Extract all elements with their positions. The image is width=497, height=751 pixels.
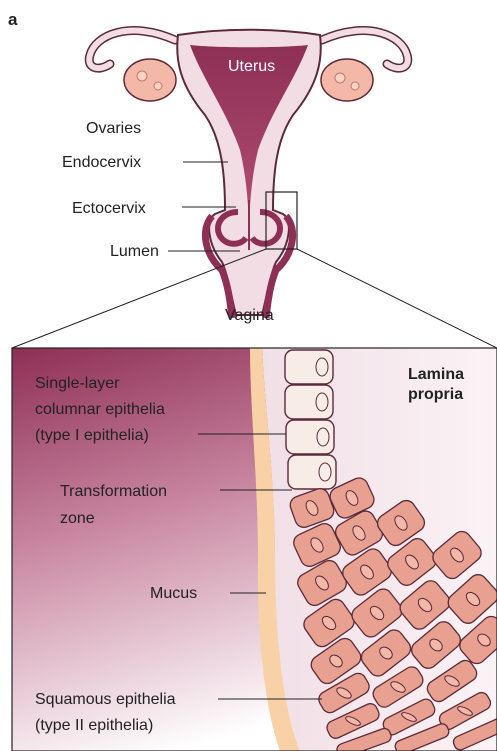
columnar-label-line3: (type I epithelia) [35, 427, 149, 444]
squamous-label-line2: (type II epithelia) [35, 717, 153, 734]
lumen-label: Lumen [110, 243, 159, 260]
left-ovary-follicle [137, 71, 147, 81]
left-ovary-follicle [154, 82, 162, 90]
columnar-label-line1: Single-layer [35, 375, 120, 392]
zoom-line-right [297, 249, 497, 348]
mucus-label: Mucus [150, 585, 197, 602]
right-ovary-follicle [351, 82, 359, 90]
uterus-label: Uterus [228, 58, 275, 75]
uterus-anatomy: Uterus Ovaries Endocervix Ectocervix Lum… [12, 30, 497, 348]
squamous-label-line1: Squamous epithelia [35, 691, 176, 708]
right-ovary-follicle [335, 73, 345, 83]
cell-nucleus [316, 393, 328, 411]
panel-letter: a [8, 10, 18, 29]
endocervix-label: Endocervix [62, 154, 141, 171]
transformation-label-line1: Transformation [60, 483, 167, 500]
lamina-propria-label-line2: propria [408, 386, 463, 403]
lamina-propria-label-line1: Lamina [408, 366, 464, 383]
columnar-label-line2: columnar epithelia [35, 401, 165, 418]
cell-nucleus [316, 358, 328, 376]
transformation-label-line2: zone [60, 510, 95, 527]
right-ovary [321, 59, 373, 101]
cell-nucleus [317, 428, 329, 446]
cell-nucleus [319, 463, 331, 481]
ectocervix-label: Ectocervix [72, 200, 146, 217]
ovaries-label: Ovaries [86, 120, 141, 137]
vagina-label: Vagina [225, 307, 274, 324]
left-ovary [124, 59, 176, 101]
